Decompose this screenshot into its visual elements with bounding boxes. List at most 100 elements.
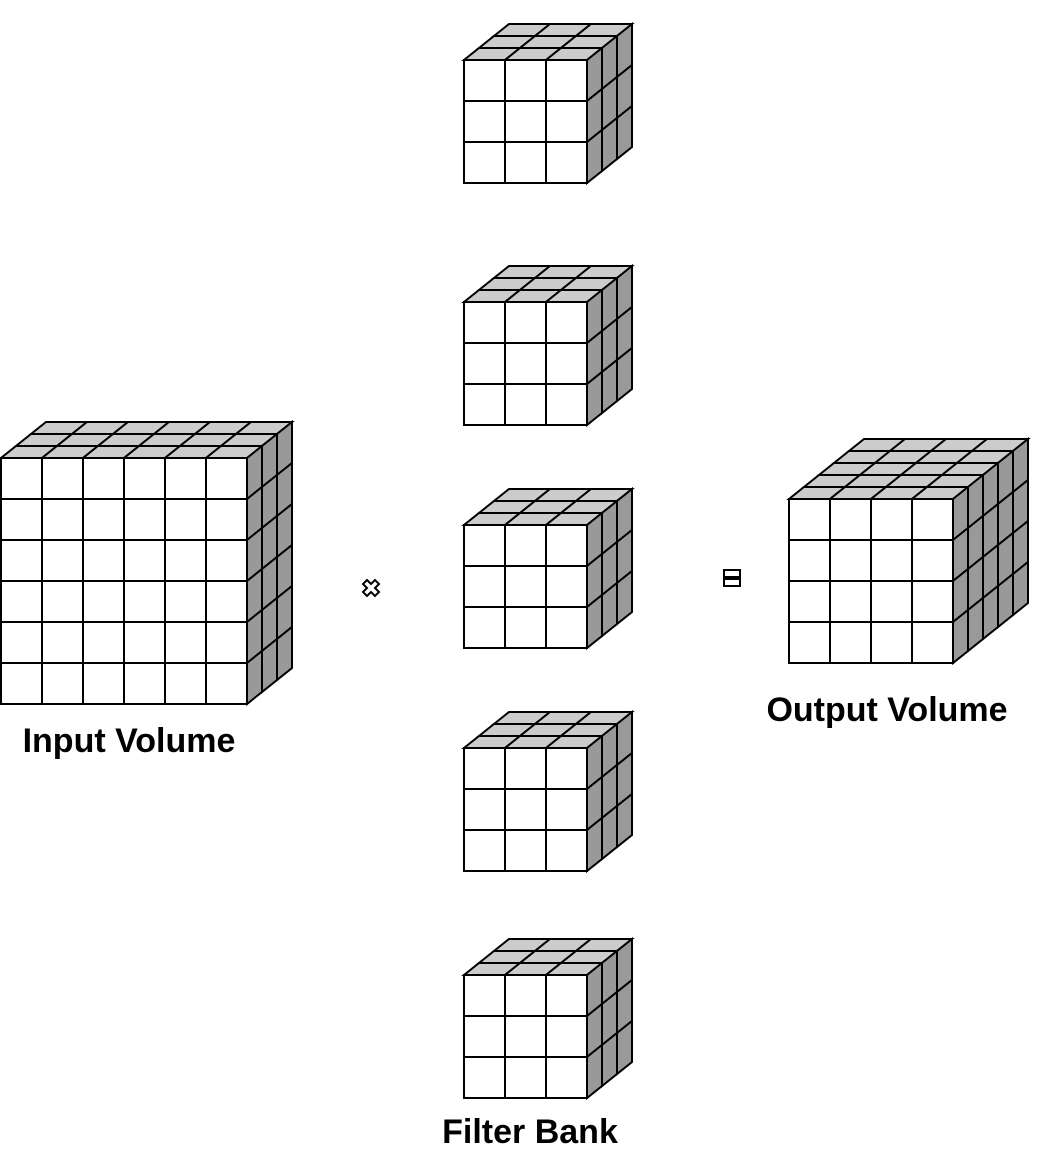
filter-front-cell xyxy=(545,974,588,1017)
filter-3 xyxy=(461,486,635,651)
input-volume xyxy=(0,419,295,707)
filter-front-cell xyxy=(504,606,547,649)
output-volume-front-cell xyxy=(911,539,954,582)
input-volume-front-cell xyxy=(123,580,166,623)
filter-5 xyxy=(461,936,635,1101)
input-volume-front-cell xyxy=(82,498,125,541)
filter-front-cell xyxy=(463,524,506,567)
input-volume-front-cell xyxy=(205,457,248,500)
filter-front-cell xyxy=(545,100,588,143)
output-volume-front-cell xyxy=(829,621,872,664)
filter-front-cell xyxy=(463,1056,506,1099)
input-volume-front-cell xyxy=(41,662,84,705)
filter-front-cell xyxy=(545,141,588,184)
filter-front-cell xyxy=(504,141,547,184)
filter-bank xyxy=(461,21,635,1101)
input-volume-front-cell xyxy=(0,621,43,664)
output-volume-front-cell xyxy=(788,498,831,541)
output-volume-front-cell xyxy=(870,498,913,541)
input-volume-front-cell xyxy=(205,539,248,582)
filter-bank-label: Filter Bank xyxy=(442,1113,618,1151)
input-volume-front-cell xyxy=(123,539,166,582)
multiply-icon xyxy=(361,578,381,598)
input-volume-front-cell xyxy=(123,621,166,664)
filter-front-cell xyxy=(463,747,506,790)
filter-front-cell xyxy=(504,1015,547,1058)
input-volume-front-cell xyxy=(0,498,43,541)
filter-front-cell xyxy=(463,141,506,184)
input-volume-front-cell xyxy=(164,539,207,582)
output-volume-front-cell xyxy=(870,580,913,623)
input-volume-front-cell xyxy=(0,539,43,582)
equals-icon xyxy=(723,569,741,587)
filter-front-cell xyxy=(463,342,506,385)
filter-front-cell xyxy=(463,1015,506,1058)
output-volume-front-cell xyxy=(911,580,954,623)
filter-4 xyxy=(461,709,635,874)
input-volume-front-cell xyxy=(41,621,84,664)
output-volume-front-cell xyxy=(788,580,831,623)
input-volume-front-cell xyxy=(82,539,125,582)
output-volume-front-cell xyxy=(870,621,913,664)
filter-front-cell xyxy=(545,788,588,831)
input-volume-front-cell xyxy=(0,662,43,705)
filter-front-cell xyxy=(463,829,506,872)
output-volume-front-cell xyxy=(870,539,913,582)
filter-front-cell xyxy=(545,747,588,790)
input-volume-front-cell xyxy=(123,498,166,541)
filter-front-cell xyxy=(504,974,547,1017)
output-volume-front-cell xyxy=(911,621,954,664)
filter-front-cell xyxy=(545,829,588,872)
input-volume-front-cell xyxy=(41,457,84,500)
input-volume-front-cell xyxy=(82,621,125,664)
input-volume-front-cell xyxy=(123,457,166,500)
input-volume-front-cell xyxy=(41,498,84,541)
filter-front-cell xyxy=(504,524,547,567)
filter-front-cell xyxy=(463,59,506,102)
filter-front-cell xyxy=(545,1056,588,1099)
input-volume-front-cell xyxy=(205,662,248,705)
filter-front-cell xyxy=(545,524,588,567)
filter-front-cell xyxy=(463,606,506,649)
filter-1 xyxy=(461,21,635,186)
filter-front-cell xyxy=(463,788,506,831)
input-volume-label: Input Volume xyxy=(23,722,236,760)
filter-front-cell xyxy=(545,342,588,385)
output-volume-front-cell xyxy=(788,621,831,664)
filter-front-cell xyxy=(504,565,547,608)
output-volume-front-cell xyxy=(829,498,872,541)
filter-front-cell xyxy=(545,301,588,344)
filter-front-cell xyxy=(545,565,588,608)
input-volume-front-cell xyxy=(205,580,248,623)
output-volume-front-cell xyxy=(788,539,831,582)
output-volume-front-cell xyxy=(829,580,872,623)
filter-front-cell xyxy=(463,974,506,1017)
filter-front-cell xyxy=(504,1056,547,1099)
filter-front-cell xyxy=(545,1015,588,1058)
input-volume-front-cell xyxy=(164,662,207,705)
filter-front-cell xyxy=(463,100,506,143)
input-volume-front-cell xyxy=(41,580,84,623)
input-volume-front-cell xyxy=(205,498,248,541)
filter-front-cell xyxy=(463,301,506,344)
output-volume-label: Output Volume xyxy=(766,691,1007,729)
input-volume-front-cell xyxy=(164,498,207,541)
output-volume-front-cell xyxy=(829,539,872,582)
filter-front-cell xyxy=(504,788,547,831)
input-volume-front-cell xyxy=(205,621,248,664)
input-volume-front-cell xyxy=(164,580,207,623)
filter-front-cell xyxy=(504,342,547,385)
filter-front-cell xyxy=(545,606,588,649)
filter-front-cell xyxy=(504,829,547,872)
output-volume xyxy=(786,436,1031,666)
filter-front-cell xyxy=(504,100,547,143)
input-volume-front-cell xyxy=(41,539,84,582)
filter-2 xyxy=(461,263,635,428)
input-volume-front-cell xyxy=(82,662,125,705)
filter-front-cell xyxy=(504,59,547,102)
input-volume-front-cell xyxy=(0,580,43,623)
input-volume-front-cell xyxy=(123,662,166,705)
input-volume-front-cell xyxy=(0,457,43,500)
filter-front-cell xyxy=(504,383,547,426)
filter-front-cell xyxy=(504,301,547,344)
